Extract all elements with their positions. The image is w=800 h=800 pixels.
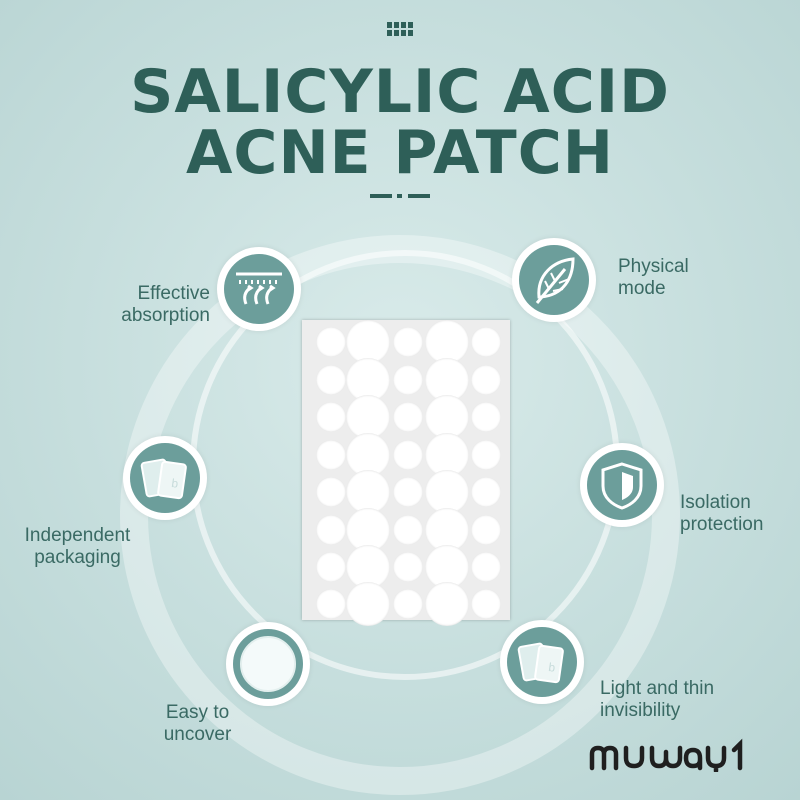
packaging-badge: b <box>123 436 207 520</box>
patch-dot <box>425 508 469 552</box>
patch-dot <box>393 515 423 545</box>
patch-dot <box>346 545 390 589</box>
shield-icon <box>601 462 643 510</box>
patch-dot <box>316 477 346 507</box>
absorption-badge <box>217 247 301 331</box>
page-title-line1: SALICYLIC ACID <box>130 57 670 127</box>
patch-dot <box>316 365 346 395</box>
patch-dot <box>471 402 501 432</box>
patch-dot <box>471 552 501 582</box>
patch-dot <box>471 589 501 619</box>
patch-dot <box>316 515 346 545</box>
uncover-badge <box>226 622 310 706</box>
patch-dot <box>346 470 390 514</box>
patch-dot <box>346 395 390 439</box>
patch-dot <box>346 358 390 402</box>
feature-label-physical: Physical mode <box>618 256 689 299</box>
patch-dot <box>346 582 390 626</box>
patch-dot <box>425 358 469 402</box>
feature-label-effective: Effective absorption <box>121 283 210 326</box>
patch-dot <box>425 433 469 477</box>
header-grid-mark <box>387 22 413 38</box>
patch-dot <box>471 327 501 357</box>
patch-dot <box>393 477 423 507</box>
patch-dot <box>425 582 469 626</box>
patch-dot <box>471 440 501 470</box>
patch-dot <box>425 470 469 514</box>
patch-circle-icon <box>240 636 296 692</box>
patch-dot <box>393 327 423 357</box>
patch-dot <box>346 433 390 477</box>
patch-dot <box>393 440 423 470</box>
title-divider <box>370 194 430 198</box>
feature-label-light: Light and thin invisibility <box>600 678 715 721</box>
absorption-icon <box>236 272 282 305</box>
patch-dot <box>346 508 390 552</box>
feature-label-isolation: Isolation protection <box>680 492 764 535</box>
package-icon: b <box>517 642 564 684</box>
patch-dot <box>471 515 501 545</box>
patch-dot <box>316 327 346 357</box>
patch-dot <box>393 552 423 582</box>
patch-dot <box>393 365 423 395</box>
patch-dot <box>346 320 390 364</box>
physical-badge <box>512 238 596 322</box>
patch-dot <box>316 440 346 470</box>
patch-dot <box>316 552 346 582</box>
light-thin-badge: b <box>500 620 584 704</box>
patch-dot <box>425 320 469 364</box>
patch-dot <box>393 402 423 432</box>
patch-dot <box>425 395 469 439</box>
patch-dot <box>425 545 469 589</box>
leaf-icon <box>535 257 575 304</box>
page-title-line2: ACNE PATCH <box>186 118 614 188</box>
patch-dot <box>393 589 423 619</box>
brand-logo: mywayl <box>589 738 743 772</box>
patch-dot <box>471 365 501 395</box>
patch-sheet <box>302 320 510 626</box>
feature-label-independent: Independent packaging <box>24 525 131 568</box>
patch-dot <box>471 477 501 507</box>
patch-dot <box>316 402 346 432</box>
patch-dot <box>316 589 346 619</box>
svg-text:b: b <box>548 660 557 675</box>
feature-label-easy: Easy to uncover <box>163 702 232 745</box>
package-icon: b <box>140 458 187 500</box>
isolation-badge <box>580 443 664 527</box>
svg-text:b: b <box>171 476 180 491</box>
